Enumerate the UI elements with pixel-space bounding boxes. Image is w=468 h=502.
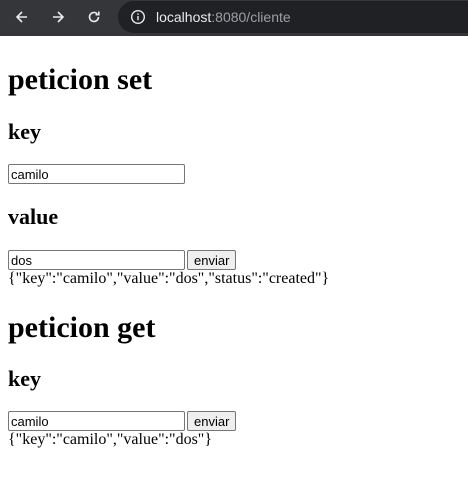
reload-icon	[88, 11, 100, 23]
set-response: {"key":"camilo","value":"dos","status":"…	[8, 270, 330, 287]
arrow-left-icon	[15, 11, 27, 23]
reload-button[interactable]	[82, 5, 106, 29]
set-key-label: key	[8, 119, 41, 144]
info-icon[interactable]	[126, 5, 150, 29]
get-key-label: key	[8, 366, 41, 391]
set-title: peticion set	[8, 63, 153, 96]
get-key-input[interactable]	[8, 411, 185, 431]
set-value-row: enviar	[8, 250, 460, 270]
forward-button[interactable]	[46, 5, 70, 29]
url-host: localhost	[156, 9, 212, 25]
get-response: {"key":"camilo","value":"dos"}	[8, 431, 213, 448]
url-text: localhost:8080/cliente	[156, 9, 291, 25]
get-section: peticion get key enviar {"key":"camilo",…	[8, 311, 460, 449]
page-content: peticion set key value enviar {"key":"ca…	[0, 63, 468, 449]
set-key-row	[8, 164, 460, 184]
url-path: :8080/cliente	[211, 9, 291, 25]
set-value-input[interactable]	[8, 250, 185, 270]
get-send-button[interactable]: enviar	[187, 411, 237, 431]
get-title: peticion get	[8, 311, 156, 344]
get-key-row: enviar	[8, 411, 460, 431]
set-value-label: value	[8, 204, 59, 229]
address-bar[interactable]: localhost:8080/cliente	[118, 1, 468, 33]
arrow-right-icon	[53, 11, 65, 23]
set-section: peticion set key value enviar {"key":"ca…	[8, 63, 460, 288]
set-key-input[interactable]	[8, 164, 185, 184]
back-button[interactable]	[10, 5, 34, 29]
browser-toolbar: localhost:8080/cliente	[0, 0, 468, 36]
set-send-button[interactable]: enviar	[187, 250, 237, 270]
